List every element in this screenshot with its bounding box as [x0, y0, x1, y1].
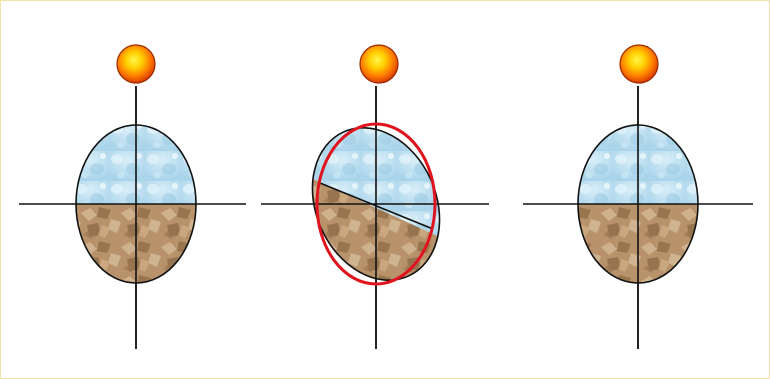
panel-right [523, 45, 753, 349]
panel-middle [261, 45, 489, 349]
panel-left [19, 45, 246, 349]
sun-icon [620, 45, 658, 83]
sun-icon [117, 45, 155, 83]
sun-icon [360, 45, 398, 83]
